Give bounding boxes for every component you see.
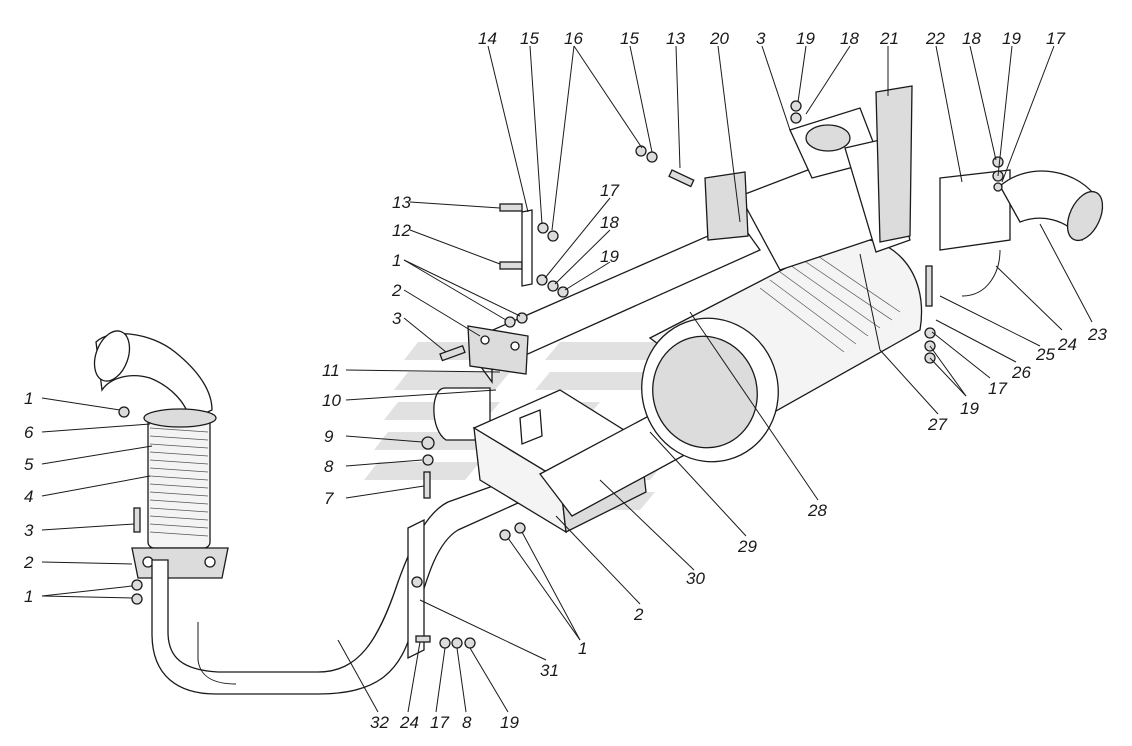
label-19-bottom: 19: [500, 713, 519, 732]
label-17-top: 17: [1046, 29, 1065, 48]
label-6: 6: [24, 423, 34, 442]
label-32: 32: [370, 713, 389, 732]
label-8-bottom: 8: [462, 713, 472, 732]
label-18-top-a: 18: [840, 29, 859, 48]
label-11: 11: [322, 361, 340, 380]
label-19-mid: 19: [600, 247, 619, 266]
label-2-bottom: 2: [633, 605, 644, 624]
label-1-left-b: 1: [24, 587, 33, 606]
label-14: 14: [478, 29, 497, 48]
label-24-right: 24: [1057, 335, 1077, 354]
label-26: 26: [1011, 363, 1031, 382]
label-19-top-b: 19: [1002, 29, 1021, 48]
label-3-top: 3: [756, 29, 766, 48]
label-13-top: 13: [666, 29, 685, 48]
label-24-bottom: 24: [399, 713, 419, 732]
label-1-mid: 1: [392, 251, 401, 270]
label-17-right: 17: [988, 379, 1007, 398]
label-15-a: 15: [520, 29, 539, 48]
label-8-mid: 8: [324, 457, 334, 476]
label-21: 21: [879, 29, 899, 48]
label-4: 4: [24, 487, 33, 506]
label-5: 5: [24, 455, 34, 474]
label-10: 10: [322, 391, 341, 410]
label-18-mid: 18: [600, 213, 619, 232]
exhaust-pipe-main: [433, 221, 761, 441]
flex-pipe-assembly: [93, 330, 229, 605]
muffler: [641, 237, 923, 463]
upper-pipe-assembly: [704, 85, 1104, 297]
label-25: 25: [1035, 345, 1055, 364]
label-13-left: 13: [392, 193, 411, 212]
label-17-mid: 17: [600, 181, 619, 200]
label-3-mid: 3: [392, 309, 402, 328]
label-18-top-b: 18: [962, 29, 981, 48]
label-2-left: 2: [23, 553, 34, 572]
label-22: 22: [925, 29, 945, 48]
label-7: 7: [324, 489, 334, 508]
label-31: 31: [540, 661, 559, 680]
label-3-left: 3: [24, 521, 34, 540]
label-9: 9: [324, 427, 334, 446]
label-30: 30: [686, 569, 705, 588]
label-12: 12: [392, 221, 411, 240]
label-29: 29: [737, 537, 757, 556]
label-28: 28: [807, 501, 827, 520]
label-15-b: 15: [620, 29, 639, 48]
leader-lines: [41, 45, 1093, 713]
label-27: 27: [927, 415, 947, 434]
label-2-mid: 2: [391, 281, 402, 300]
label-16: 16: [564, 29, 583, 48]
label-19-top-a: 19: [796, 29, 815, 48]
label-17-bottom: 17: [430, 713, 449, 732]
exhaust-pipe-lower: [151, 469, 539, 695]
label-20: 20: [709, 29, 729, 48]
part-labels: 1 6 5 4 3 2 1 13 12 1 2 3 11 10 9 8 7 14…: [23, 29, 1107, 732]
label-1-left-a: 1: [24, 389, 33, 408]
label-19-right: 19: [960, 399, 979, 418]
label-23: 23: [1087, 325, 1107, 344]
pipe-bracket: [407, 518, 425, 660]
fasteners: [415, 100, 1004, 649]
label-1-bottom: 1: [578, 639, 587, 658]
